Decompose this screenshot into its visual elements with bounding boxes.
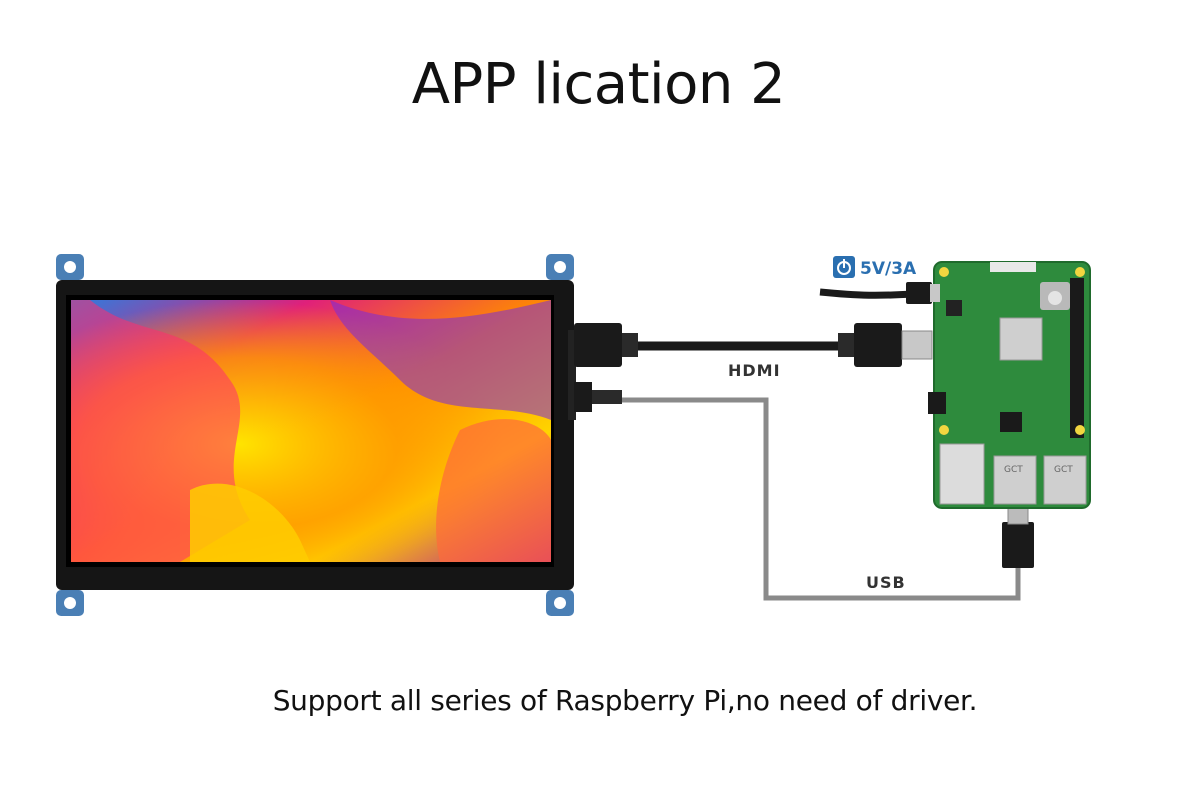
power-cable [819,282,932,304]
display-mount-tabs [56,254,574,616]
power-label: 5V/3A [860,259,917,279]
raspberry-pi-logo [1040,282,1070,310]
lcd-display [56,280,576,590]
caption: Support all series of Raspberry Pi,no ne… [272,684,978,717]
page-title: APP lication 2 [411,52,786,117]
usb-port-label-1: GCT [1004,465,1023,475]
power-icon [833,256,855,278]
hdmi-label: HDMI [728,361,781,380]
usb-port-label-2: GCT [1054,465,1073,475]
raspberry-pi-board: GCT GCT [928,261,1091,509]
usb-label: USB [866,573,906,592]
hdmi-cable [574,323,933,367]
